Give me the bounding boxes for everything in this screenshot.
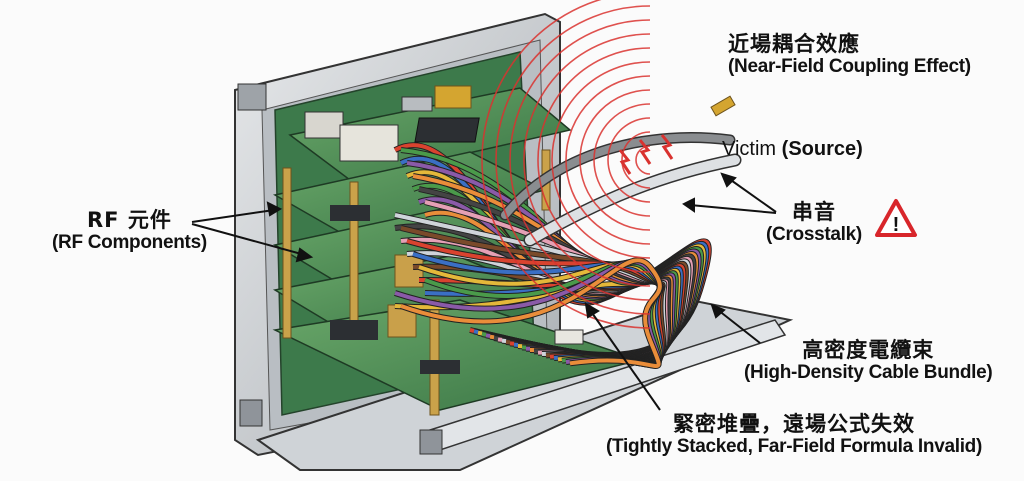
corner-block <box>419 429 443 455</box>
ic-chip <box>330 205 370 221</box>
rf-connector <box>394 254 424 288</box>
arrow-cable-bundle <box>717 309 761 344</box>
ic-chip <box>414 117 480 143</box>
cable-bundle-label: 高密度電纜束 (High-Density Cable Bundle) <box>744 338 993 384</box>
rf-components-label-en: (RF Components) <box>52 232 207 254</box>
field-ring <box>551 61 651 259</box>
arrowhead <box>682 197 695 213</box>
field-ring <box>621 131 651 189</box>
near-field-rings <box>481 0 651 329</box>
arrow-rf-1 <box>191 209 275 223</box>
arrow-rf-2 <box>191 223 306 256</box>
field-ring <box>509 19 651 301</box>
stacked-label-zh: 緊密堆疊，遠場公式失效 <box>673 412 915 436</box>
field-ring <box>565 75 651 245</box>
field-ring <box>607 117 651 203</box>
field-ring <box>495 5 651 315</box>
source-cable-sheath <box>525 155 740 245</box>
ic-chip <box>420 360 460 374</box>
arrow-stacked <box>589 309 661 411</box>
field-ring <box>481 0 651 329</box>
usb-connector <box>401 96 433 112</box>
arrowhead <box>266 201 283 217</box>
sma-connector <box>710 95 736 117</box>
arrowhead <box>710 303 726 319</box>
near-field-label: 近場耦合效應 (Near-Field Coupling Effect) <box>728 32 971 78</box>
pointer-arrows <box>191 172 777 411</box>
stacked-label: 緊密堆疊，遠場公式失效 (Tightly Stacked, Far-Field … <box>606 412 982 458</box>
crosstalk-label: 串音 (Crosstalk) <box>766 200 862 246</box>
coupling-arrows <box>618 134 674 175</box>
cable-connector <box>554 329 584 345</box>
near-field-label-zh: 近場耦合效應 <box>728 32 860 56</box>
field-ring <box>537 47 651 273</box>
standoff <box>429 299 440 416</box>
stacked-label-en: (Tightly Stacked, Far-Field Formula Inva… <box>606 436 983 458</box>
crosstalk-label-en: (Crosstalk) <box>766 224 862 246</box>
cable <box>400 258 662 368</box>
arrow-crosstalk-2 <box>689 204 777 214</box>
crosstalk-label-zh: 串音 <box>791 200 836 224</box>
near-field-label-en: (Near-Field Coupling Effect) <box>728 56 971 78</box>
victim-label-plain: Victim <box>722 138 777 160</box>
rf-components-label-zh: RF 元件 <box>87 208 172 232</box>
corner-block <box>239 399 263 427</box>
coupling-bolt <box>618 149 632 175</box>
ethernet-port <box>304 111 344 139</box>
warning-triangle-icon: ! <box>875 199 917 237</box>
ic-chip <box>330 320 378 340</box>
svg-text:!: ! <box>893 214 900 236</box>
arrowhead <box>584 302 600 319</box>
cable-bundle-label-zh: 高密度電纜束 <box>802 338 935 362</box>
arrowhead <box>295 247 314 263</box>
field-ring <box>523 33 651 287</box>
field-ring <box>593 103 651 217</box>
corner-block <box>237 83 267 111</box>
arrow-crosstalk-1 <box>727 177 777 213</box>
field-ring <box>579 89 651 231</box>
arrowhead <box>720 172 737 188</box>
cable-bundle-label-en: (High-Density Cable Bundle) <box>744 362 993 384</box>
standoff <box>349 181 359 333</box>
victim-label-bold: (Source) <box>781 138 863 160</box>
rf-components-label: RF 元件 (RF Components) <box>52 208 207 254</box>
standoff <box>282 167 292 339</box>
coupling-bolt <box>660 134 674 160</box>
coupling-bolt <box>638 139 652 165</box>
ethernet-port <box>339 124 399 162</box>
pin-header <box>434 85 472 109</box>
victim-label: Victim (Source) <box>722 138 863 161</box>
